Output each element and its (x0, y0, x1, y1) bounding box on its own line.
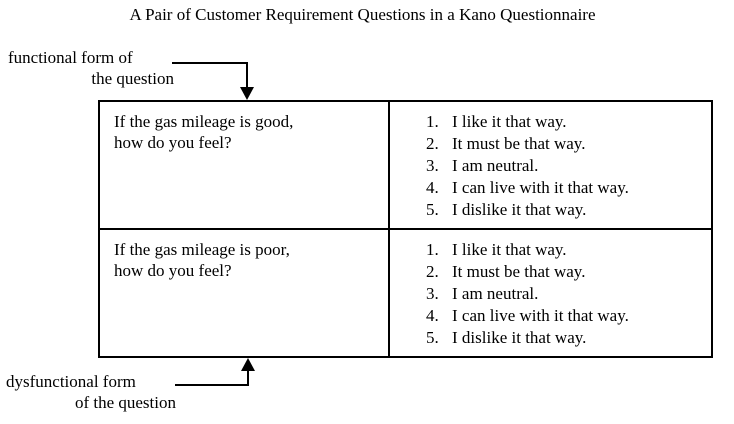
functional-answers-list: 1. I like it that way. 2. It must be tha… (390, 102, 711, 221)
answer-number: 4. (426, 178, 439, 197)
list-item: 1. I like it that way. (390, 111, 711, 133)
kano-questionnaire-table: If the gas mileage is good, how do you f… (98, 100, 713, 358)
list-item: 2. It must be that way. (390, 261, 711, 283)
list-item: 5. I dislike it that way. (390, 327, 711, 349)
dysfunctional-question-cell: If the gas mileage is poor, how do you f… (98, 228, 390, 358)
answer-number: 5. (426, 200, 439, 219)
answer-text: I can live with it that way. (452, 306, 629, 325)
list-item: 3. I am neutral. (390, 155, 711, 177)
answer-text: I like it that way. (452, 112, 567, 131)
dysfunctional-question-text: If the gas mileage is poor, how do you f… (114, 240, 290, 280)
answer-text: It must be that way. (452, 134, 586, 153)
functional-form-label-line-1: functional form of (8, 48, 133, 67)
dysfunctional-leader-vertical-line (247, 370, 249, 386)
answer-text: I like it that way. (452, 240, 567, 259)
answer-text: I am neutral. (452, 156, 539, 175)
answer-text: I dislike it that way. (452, 328, 587, 347)
dysfunctional-leader-horizontal-line (175, 384, 249, 386)
answer-text: I can live with it that way. (452, 178, 629, 197)
dysfunctional-answers-cell: 1. I like it that way. 2. It must be tha… (388, 228, 713, 358)
list-item: 4. I can live with it that way. (390, 177, 711, 199)
answer-number: 1. (426, 240, 439, 259)
answer-number: 3. (426, 156, 439, 175)
answer-number: 4. (426, 306, 439, 325)
answer-number: 1. (426, 112, 439, 131)
functional-form-label-line-2: the question (91, 69, 174, 88)
functional-question-cell: If the gas mileage is good, how do you f… (98, 100, 390, 230)
list-item: 3. I am neutral. (390, 283, 711, 305)
arrow-down-icon (240, 87, 254, 100)
dysfunctional-form-label-line-2: of the question (74, 393, 176, 412)
answer-text: It must be that way. (452, 262, 586, 281)
functional-question-text: If the gas mileage is good, how do you f… (114, 112, 294, 152)
answer-text: I dislike it that way. (452, 200, 587, 219)
list-item: 1. I like it that way. (390, 239, 711, 261)
arrow-up-icon (241, 358, 255, 371)
dysfunctional-form-label: dysfunctional form of the question (6, 371, 176, 413)
dysfunctional-form-label-line-1: dysfunctional form (6, 372, 136, 391)
answer-number: 5. (426, 328, 439, 347)
table-row: If the gas mileage is good, how do you f… (98, 100, 713, 230)
answer-text: I am neutral. (452, 284, 539, 303)
table-row: If the gas mileage is poor, how do you f… (98, 228, 713, 358)
list-item: 5. I dislike it that way. (390, 199, 711, 221)
functional-leader-horizontal-line (172, 62, 248, 64)
list-item: 4. I can live with it that way. (390, 305, 711, 327)
functional-form-label: functional form of the question (8, 47, 174, 89)
figure-title: A Pair of Customer Requirement Questions… (129, 5, 596, 24)
answer-number: 2. (426, 262, 439, 281)
answer-number: 2. (426, 134, 439, 153)
list-item: 2. It must be that way. (390, 133, 711, 155)
functional-leader-vertical-line (246, 62, 248, 89)
functional-answers-cell: 1. I like it that way. 2. It must be tha… (388, 100, 713, 230)
answer-number: 3. (426, 284, 439, 303)
dysfunctional-answers-list: 1. I like it that way. 2. It must be tha… (390, 230, 711, 349)
